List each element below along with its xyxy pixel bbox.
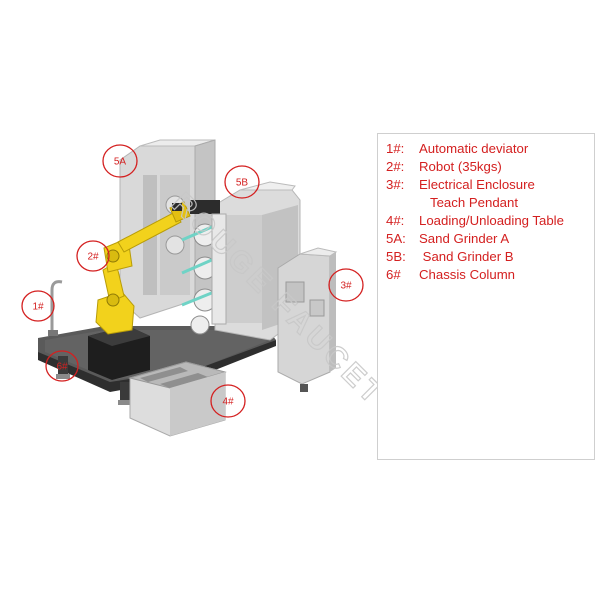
legend-label: Teach Pendant [430, 195, 518, 210]
legend-item: 2#: Robot (35kgs) [386, 159, 502, 174]
legend-box: 1#: Automatic deviator 2#: Robot (35kgs) 3… [377, 133, 595, 460]
callout-5b: 5B [224, 165, 260, 199]
legend-label: Automatic deviator [419, 141, 529, 156]
callout-6: 6# [45, 350, 79, 382]
electrical-enclosure [277, 247, 338, 392]
automatic-deviator [48, 280, 63, 336]
legend-item: 3#: Electrical Enclosure [386, 177, 535, 192]
legend-key: 5B: [386, 249, 406, 264]
chassis-column [56, 356, 132, 405]
legend-key: 4#: [386, 213, 405, 228]
callout-2: 2# [76, 240, 110, 272]
grinding-belts [181, 200, 227, 335]
callout-1-label: 1# [32, 302, 44, 313]
callout-4: 4# [210, 384, 246, 418]
legend-label: Chassis Column [419, 267, 516, 282]
legend-item: 5B: Sand Grinder B [386, 249, 514, 264]
legend-label: Sand Grinder A [419, 231, 510, 246]
callout-6-label: 6# [56, 362, 68, 373]
callout-5b-label: 5B [236, 178, 249, 189]
callout-1: 1# [21, 290, 55, 322]
callout-3: 3# [328, 268, 364, 302]
legend-key: 5A: [386, 231, 406, 246]
callout-4-label: 4# [222, 397, 234, 408]
callout-5a: 5A [102, 144, 138, 178]
legend-key: 2#: [386, 159, 405, 174]
callout-3-label: 3# [340, 281, 352, 292]
callout-2-label: 2# [87, 252, 99, 263]
legend-item: 5A: Sand Grinder A [386, 231, 509, 246]
legend-item: 4#: Loading/Unloading Table [386, 213, 564, 228]
legend-item: 1#: Automatic deviator [386, 141, 528, 156]
legend-item: Teach Pendant [386, 195, 518, 210]
legend-label: Electrical Enclosure [419, 177, 535, 192]
legend-key: 1#: [386, 141, 405, 156]
robot-arm [95, 201, 191, 335]
callout-5a-label: 5A [114, 157, 127, 168]
robot-pedestal [88, 326, 150, 380]
legend-label: Robot (35kgs) [419, 159, 502, 174]
loading-unloading-table [128, 361, 227, 437]
legend-label: Sand Grinder B [419, 249, 514, 264]
legend-key: 6# [386, 267, 401, 282]
legend-item: 6# Chassis Column [386, 267, 515, 282]
legend-label: Loading/Unloading Table [419, 213, 564, 228]
legend-key: 3#: [386, 177, 405, 192]
